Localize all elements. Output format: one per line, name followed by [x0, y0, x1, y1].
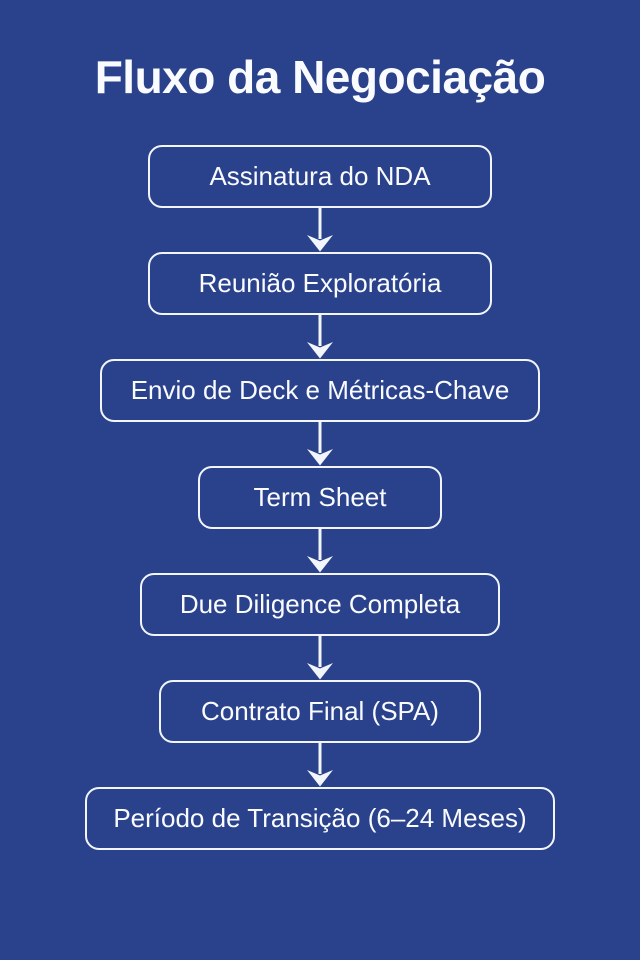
flow-node-due-diligence: Due Diligence Completa [140, 572, 500, 636]
down-arrow-icon [307, 528, 333, 573]
down-arrow-icon [307, 207, 333, 252]
flow-node-term-sheet: Term Sheet [198, 465, 442, 529]
negotiation-flow: Assinatura do NDA Reunião Exploratória E… [85, 144, 555, 850]
flow-node-periodo-transicao: Período de Transição (6–24 Meses) [85, 786, 555, 850]
flow-node-envio-deck: Envio de Deck e Métricas-Chave [100, 358, 540, 422]
down-arrow-icon [307, 421, 333, 466]
down-arrow-icon [307, 742, 333, 787]
flow-node-reuniao: Reunião Exploratória [148, 251, 492, 315]
down-arrow-icon [307, 314, 333, 359]
page-title: Fluxo da Negociação [94, 51, 546, 103]
flow-node-nda: Assinatura do NDA [148, 144, 492, 208]
down-arrow-icon [307, 635, 333, 680]
flow-node-contrato-final: Contrato Final (SPA) [159, 679, 481, 743]
